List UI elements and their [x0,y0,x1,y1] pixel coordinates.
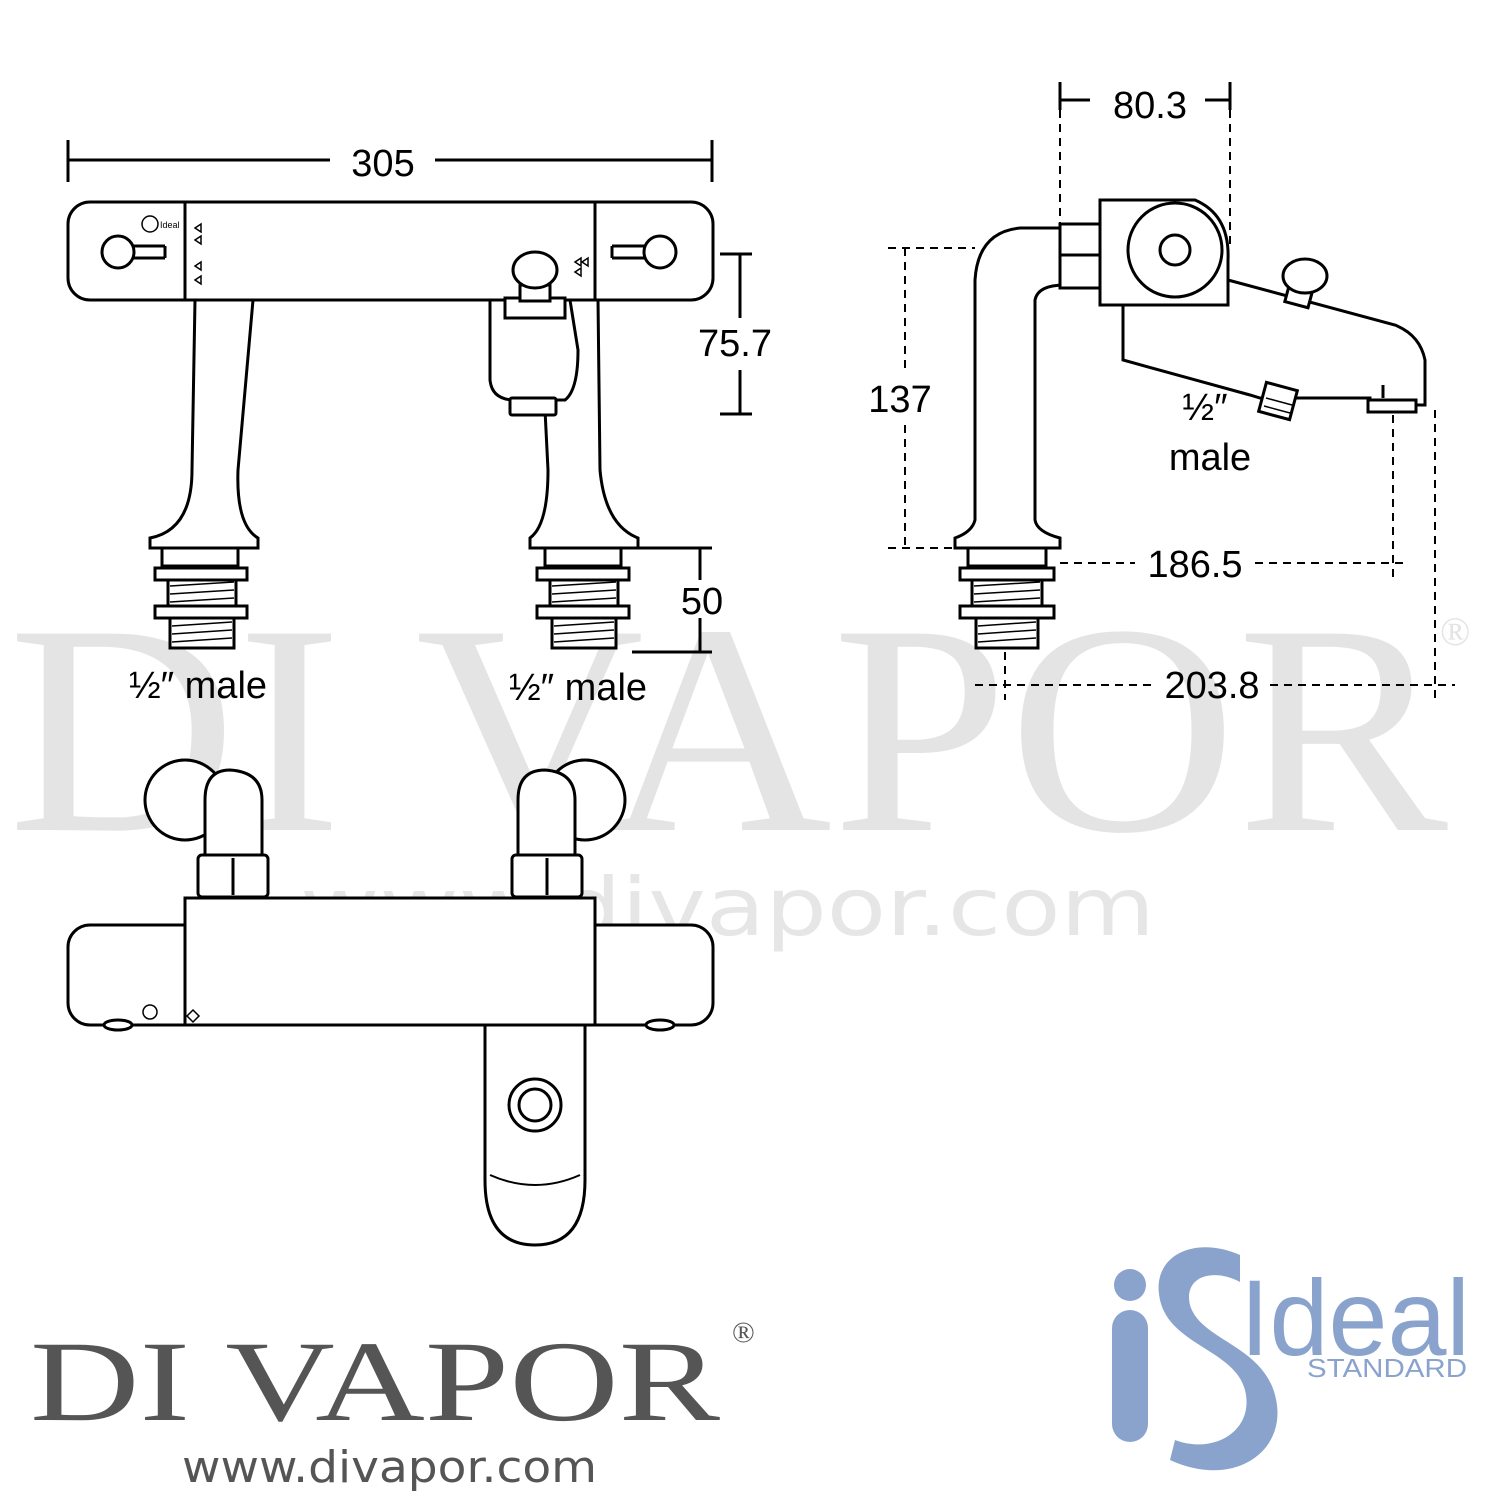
width-dim-label: 305 [351,143,414,185]
width-dimension: 305 [66,140,714,185]
plan-view [66,758,715,1247]
depth-dim-label: 186.5 [1147,544,1242,586]
ideal-standard-logo-icon [1112,1247,1278,1471]
brand-name: DI VAPOR [30,1318,720,1445]
right-inlet-label: ½″ male [509,667,647,709]
side-inlet-pipe [953,226,1067,550]
plan-spout [483,1023,587,1247]
thread-length-dim-label: 50 [681,581,723,623]
side-inlet-thread [958,546,1056,650]
brand-ideal-standard: Ideal STANDARD [1112,1247,1470,1471]
body-logo-icon: Ideal [141,215,180,233]
scale-marks [193,222,589,286]
diverter-spout [488,250,580,417]
manufacturer-word: Ideal [1240,1257,1470,1378]
side-outlet-fraction: ½″ [1182,387,1227,429]
spout-height-dim-label: 75.7 [698,323,772,365]
watermark-registered: ® [1440,609,1470,654]
depth-dimension: 186.5 [1060,415,1405,586]
brand-divapor: DI VAPOR ® www.divapor.com [30,1316,755,1493]
left-leg [148,298,260,550]
front-view: 305 Ideal [66,140,772,709]
thread-length-dimension: 50 [632,546,723,654]
right-elbow [510,758,627,899]
right-inlet-thread [535,546,631,650]
height-dim-label: 137 [868,379,931,421]
brand-url: www.divapor.com [182,1442,597,1493]
plan-diverter-knob [507,1077,563,1133]
plan-logo-icon [142,1004,201,1024]
side-outlet-thread [1256,380,1300,422]
side-view: 80.3 ½″ male [868,82,1455,707]
spout-height-dimension: 75.7 [698,252,772,416]
left-inlet-label: ½″ male [129,665,267,707]
brand-registered: ® [732,1316,755,1349]
overall-depth-dimension: 203.8 [975,410,1455,707]
left-inlet-thread [153,546,249,650]
overall-depth-dim-label: 203.8 [1164,665,1259,707]
side-diverter-knob [1281,257,1329,310]
left-elbow [143,758,270,899]
svg-text:Ideal: Ideal [160,220,180,230]
manufacturer-sub: STANDARD [1307,1353,1467,1383]
top-dim-label: 80.3 [1113,85,1187,127]
height-dimension: 137 [868,247,975,549]
side-outlet-word: male [1169,437,1251,479]
